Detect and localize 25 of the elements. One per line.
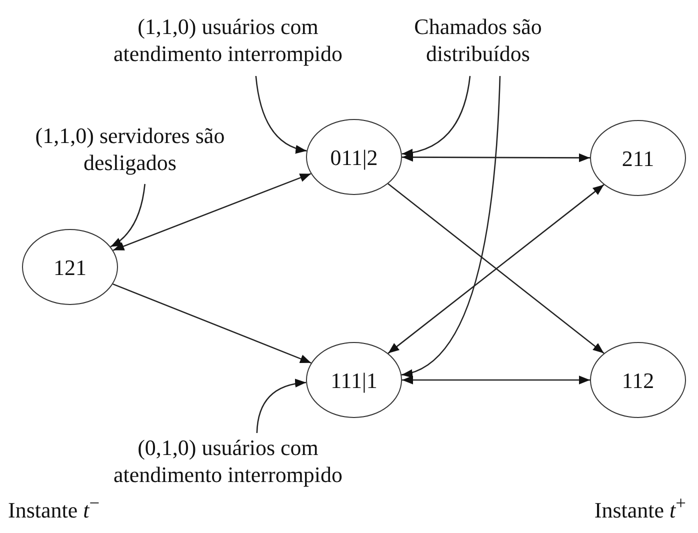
curved-arrow [110,184,146,248]
curved-arrow [255,76,307,154]
state-label: 112 [622,366,654,394]
state-ellipse [590,342,686,418]
curved-arrow [256,379,306,434]
annotation-text: (0,1,0) usuários com atendimento interrompido [100,433,356,489]
arrow [402,152,590,162]
time-label: Instante t$^{+}$ [594,493,686,524]
arrow [402,376,590,384]
annotation-text: (1,1,0) servidores são desligados [8,114,252,184]
state-ellipse [306,342,402,418]
state-label: 011|2 [330,144,378,170]
arrow [112,173,312,251]
annotation-text: (1,1,0) usuários com atendimento interrompido [100,4,356,76]
state-ellipse [306,119,402,195]
curved-arrow [402,76,471,157]
state-label: 211 [622,144,654,172]
state-ellipse [22,229,118,305]
state-ellipse [590,120,686,196]
time-label: Instante t$^{−}$ [8,493,100,524]
state-label: 111|1 [330,366,378,394]
arrow [112,283,312,364]
state-label: 121 [54,254,86,280]
annotation-text: Chamados são distribuídos [408,4,548,76]
curved-arrow [401,76,501,376]
